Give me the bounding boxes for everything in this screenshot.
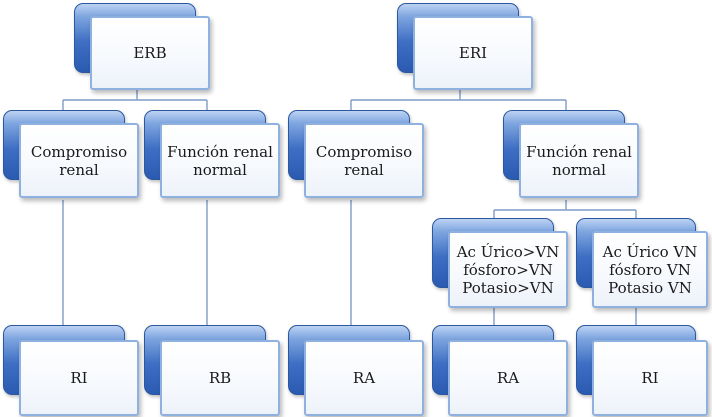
node-label: ERB bbox=[133, 44, 167, 62]
node-label: ERI bbox=[458, 44, 488, 62]
node-label: RB bbox=[208, 369, 232, 387]
node-front: RA bbox=[448, 340, 568, 416]
node-label: RI bbox=[70, 369, 88, 387]
node-front: ERI bbox=[413, 16, 533, 90]
node-front: Ac Úrico VN fósforo VN Potasio VN bbox=[592, 231, 708, 308]
node-label: Función renal normal bbox=[167, 142, 273, 179]
node-front: RB bbox=[160, 340, 280, 416]
node-front: RA bbox=[304, 340, 424, 416]
node-label: RA bbox=[352, 369, 376, 387]
node-front: RI bbox=[19, 340, 139, 416]
node-label: RI bbox=[641, 369, 659, 387]
node-label: Función renal normal bbox=[526, 142, 632, 179]
node-label: Compromiso renal bbox=[30, 142, 128, 179]
node-label: RA bbox=[496, 369, 520, 387]
node-front: Función renal normal bbox=[160, 123, 280, 198]
node-label: Compromiso renal bbox=[315, 142, 413, 179]
node-front: Compromiso renal bbox=[304, 123, 424, 198]
node-label: Ac Úrico>VN fósforo>VN Potasio>VN bbox=[456, 242, 560, 297]
node-front: Compromiso renal bbox=[19, 123, 139, 198]
node-label: Ac Úrico VN fósforo VN Potasio VN bbox=[602, 242, 698, 297]
node-front: ERB bbox=[90, 16, 210, 90]
node-front: RI bbox=[592, 340, 708, 416]
node-front: Ac Úrico>VN fósforo>VN Potasio>VN bbox=[448, 231, 568, 308]
node-front: Función renal normal bbox=[519, 123, 639, 198]
